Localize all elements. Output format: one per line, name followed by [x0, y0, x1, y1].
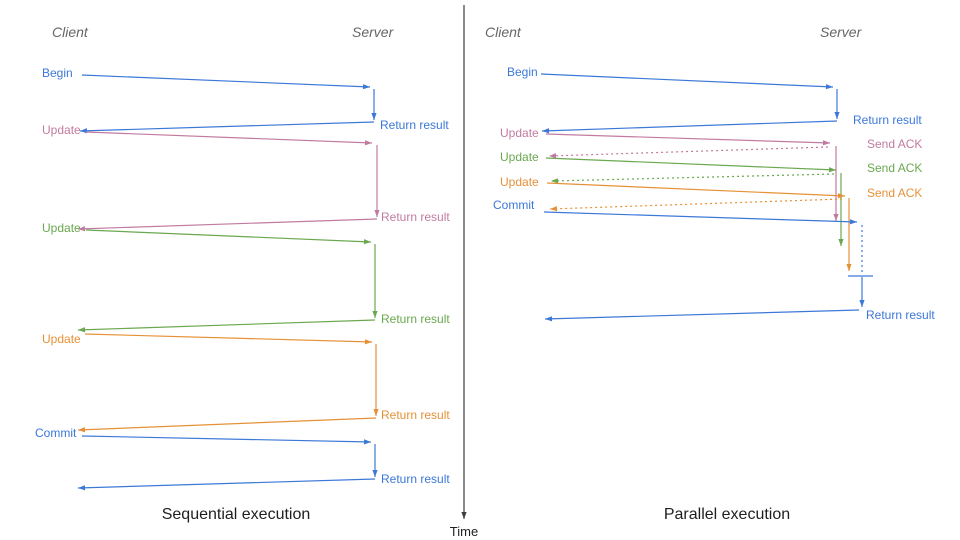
time-axis-group: Time [450, 5, 478, 539]
sequential-commit-return-arrow [77, 478, 376, 489]
sequential-commit-request-arrow-head [363, 439, 371, 445]
sequential-update2-label: Update [42, 221, 81, 235]
sequential-begin-request-arrow-head [362, 84, 370, 90]
parallel-commit-label: Commit [493, 198, 535, 212]
sequential-begin-server-line-head [371, 113, 377, 120]
sequential-update1-return-arrow [77, 218, 378, 230]
parallel-send-ack-1-label: Send ACK [867, 137, 922, 151]
sequential-update3-label: Update [42, 332, 81, 346]
sequential-return-result-5-label: Return result [381, 472, 450, 486]
parallel-title: Parallel execution [664, 506, 790, 523]
sequential-begin-request-arrow [81, 74, 371, 88]
sequential-begin-return-arrow [79, 121, 375, 132]
sequential-begin-return-arrow-head [80, 128, 88, 134]
parallel-update2-ack-arrow [550, 173, 835, 182]
parallel-update1-ack-arrow [548, 146, 829, 157]
parallel-commit-return-arrow [544, 309, 860, 320]
sequential-return-result-2-label: Return result [381, 210, 450, 224]
parallel-update2-ack-arrow-head [551, 178, 559, 184]
sequential-commit-request-arrow [81, 435, 372, 443]
sequential-commit-server-line-head [372, 470, 378, 477]
sequential-return-result-4-label: Return result [381, 408, 450, 422]
parallel-send-ack-2-label: Send ACK [867, 161, 922, 175]
sequential-update1-return-arrow-head [78, 226, 86, 232]
parallel-begin-label: Begin [507, 65, 538, 79]
parallel-begin-return-arrow [541, 120, 838, 132]
parallel-begin-return-arrow-head [542, 128, 550, 134]
sequential-update3-request-arrow-head [364, 339, 372, 345]
parallel-commit-server-line-head [859, 300, 865, 307]
parallel-begin-request-arrow [540, 73, 834, 88]
sequential-update3-server-line-head [373, 409, 379, 416]
parallel-commit-request-arrow-head [849, 219, 857, 225]
time-axis-line-head [461, 512, 467, 519]
parallel-update1-ack-arrow-head [549, 153, 557, 159]
parallel-client-header: Client [485, 24, 522, 40]
sequential-update3-return-arrow [77, 417, 377, 431]
parallel-update1-request-arrow-head [822, 140, 830, 146]
sequential-update2-request-arrow [85, 229, 372, 243]
parallel-update2-request-arrow [545, 157, 837, 171]
sequential-update1-server-line-head [374, 210, 380, 217]
sequential-update1-request-arrow [85, 131, 373, 144]
sequential-update2-return-arrow-head [78, 327, 86, 333]
parallel-commit-request-arrow [543, 211, 858, 223]
parallel-begin-server-line-head [834, 112, 840, 119]
parallel-update2-label: Update [500, 150, 539, 164]
parallel-update3-request-arrow [546, 182, 846, 197]
parallel-update1-label: Update [500, 126, 539, 140]
parallel-begin-request-arrow-head [825, 84, 833, 90]
sequential-title: Sequential execution [162, 506, 311, 523]
sequential-update3-return-arrow-head [78, 427, 86, 433]
sequential-update2-request-arrow-head [363, 239, 371, 245]
parallel-update2-server-line-head [838, 239, 844, 246]
sequential-server-header: Server [352, 24, 395, 40]
parallel-return-result-bottom-label: Return result [866, 308, 935, 322]
parallel-update3-label: Update [500, 175, 539, 189]
sequential-update2-return-arrow [77, 319, 376, 331]
parallel-update1-server-line-head [833, 214, 839, 221]
parallel-update2-request-arrow-head [828, 167, 836, 173]
sequential-update2-server-line-head [372, 311, 378, 318]
sequential-return-result-1-label: Return result [380, 118, 449, 132]
parallel-update1-request-arrow [545, 133, 831, 144]
parallel-update3-ack-arrow [549, 198, 843, 210]
sequential-begin-label: Begin [42, 66, 73, 80]
parallel-update3-server-line-head [846, 264, 852, 271]
time-axis-label: Time [450, 524, 478, 539]
parallel-send-ack-3-label: Send ACK [867, 186, 922, 200]
sequential-update1-request-arrow-head [364, 140, 372, 146]
parallel-server-header: Server [820, 24, 863, 40]
sequential-commit-return-arrow-head [78, 485, 86, 491]
sequential-client-header: Client [52, 24, 89, 40]
parallel-return-result-top-label: Return result [853, 113, 922, 127]
parallel-commit-return-arrow-head [545, 316, 553, 322]
parallel-update3-ack-arrow-head [550, 206, 558, 212]
sequential-commit-label: Commit [35, 426, 77, 440]
parallel-update3-request-arrow-head [837, 193, 845, 199]
sequential-return-result-3-label: Return result [381, 312, 450, 326]
sequential-update1-label: Update [42, 123, 81, 137]
sequential-update3-request-arrow [84, 333, 373, 343]
